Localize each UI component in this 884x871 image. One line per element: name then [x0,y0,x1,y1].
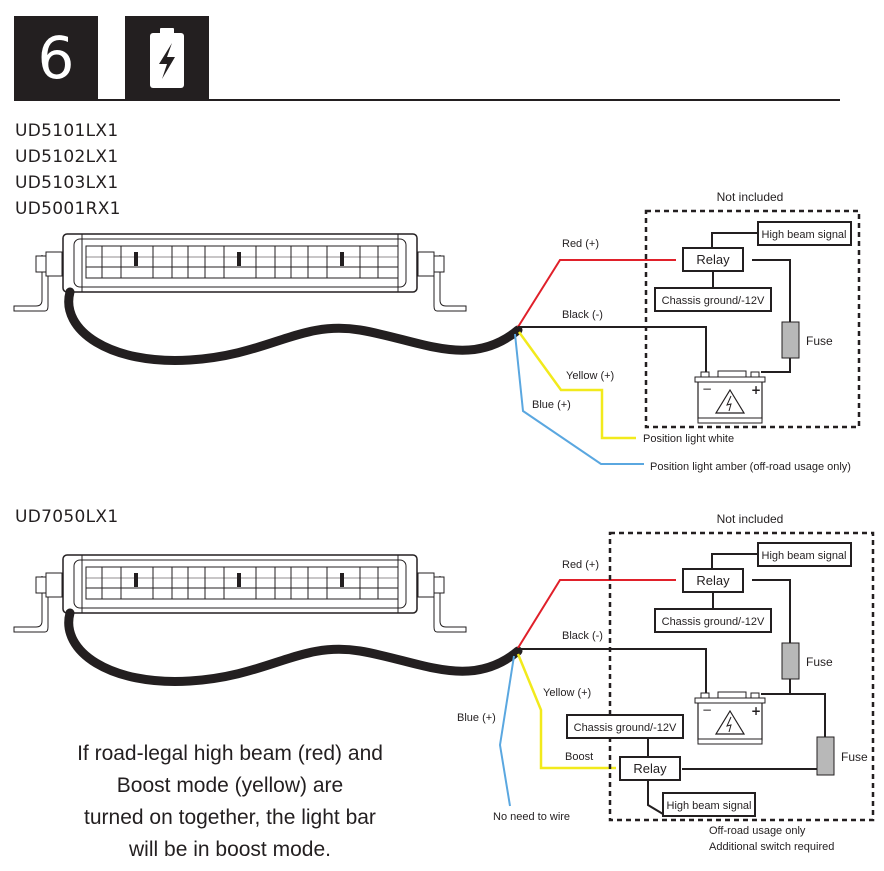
fuse-label: Fuse [841,750,868,764]
red-wire-label: Red (+) [562,559,599,571]
model-name: UD5101LX1 [15,121,119,141]
relay-label: Relay [633,761,667,776]
light-bar-1 [14,234,518,360]
high-beam-signal-box [757,542,852,567]
chassis-ground-label: Chassis ground/-12V [662,616,765,628]
relay-box [682,247,744,272]
fuse [781,642,800,680]
red-wire [517,259,676,328]
not-included-box-2 [608,531,875,822]
yellow-wire-label: Yellow (+) [543,687,591,699]
battery [694,370,766,424]
off-road-note: Off-road usage only [709,825,806,837]
battery [694,691,766,745]
red-wire-label: Red (+) [562,238,599,250]
model-list-2: UD7050LX1 [15,504,118,530]
blue-wire [514,333,644,465]
high-beam-signal-label: High beam signal [667,800,752,812]
blue-wire-label: Blue (+) [532,399,571,411]
fuse [781,321,800,359]
yellow-wire [517,331,636,440]
high-beam-signal-box-boost [662,792,756,817]
relay-label: Relay [696,573,730,588]
note-line: will be in boost mode. [129,838,331,861]
no-need-to-wire-label: No need to wire [493,811,570,823]
model-name: UD5001RX1 [15,199,121,219]
step-number-badge: 6 [14,16,98,100]
not-included-box-1 [644,209,861,429]
high-beam-signal-label: High beam signal [762,550,847,562]
chassis-ground-label: Chassis ground/-12V [662,295,765,307]
header-divider [14,99,840,101]
chassis-ground-box [654,287,772,312]
yellow-wire-label: Yellow (+) [566,370,614,382]
step-number: 6 [37,24,75,92]
relay-box-boost [619,756,681,781]
position-amber-label: Position light amber (off-road usage onl… [650,461,851,473]
model-name: UD7050LX1 [15,507,119,527]
boost-mode-note: If road-legal high beam (red) and Boost … [60,738,400,866]
chassis-ground-box [654,608,772,633]
note-line: turned on together, the light bar [84,806,376,829]
black-wire-label: Black (-) [562,630,603,642]
battery-charging-icon [150,28,184,88]
not-included-label: Not included [717,190,784,204]
yellow-wire [516,653,616,770]
light-bar-2 [14,555,518,681]
model-list-1: UD5101LX1 UD5102LX1 UD5103LX1 UD5001RX1 [15,118,121,222]
fuse-boost [816,736,835,776]
power-step-badge [125,16,209,100]
additional-switch-note: Additional switch required [709,841,834,853]
model-name: UD5103LX1 [15,173,119,193]
boost-wire-label: Boost [565,751,593,763]
fuse-label: Fuse [806,334,833,348]
relay-box [682,568,744,593]
red-wire [517,579,676,649]
not-included-label: Not included [717,512,784,526]
black-wire [518,326,707,372]
fuse-label: Fuse [806,655,833,669]
high-beam-signal-label: High beam signal [762,229,847,241]
relay-label: Relay [696,252,730,267]
position-white-label: Position light white [643,433,734,445]
note-line: Boost mode (yellow) are [116,774,344,797]
note-line: If road-legal high beam (red) and [77,742,383,765]
model-name: UD5102LX1 [15,147,119,167]
black-wire-label: Black (-) [562,309,603,321]
blue-wire-label: Blue (+) [457,712,496,724]
high-beam-signal-box [757,221,852,246]
blue-wire [498,655,515,807]
black-wire [518,648,707,693]
chassis-ground-box-boost [566,714,684,739]
chassis-ground-label: Chassis ground/-12V [574,722,677,734]
